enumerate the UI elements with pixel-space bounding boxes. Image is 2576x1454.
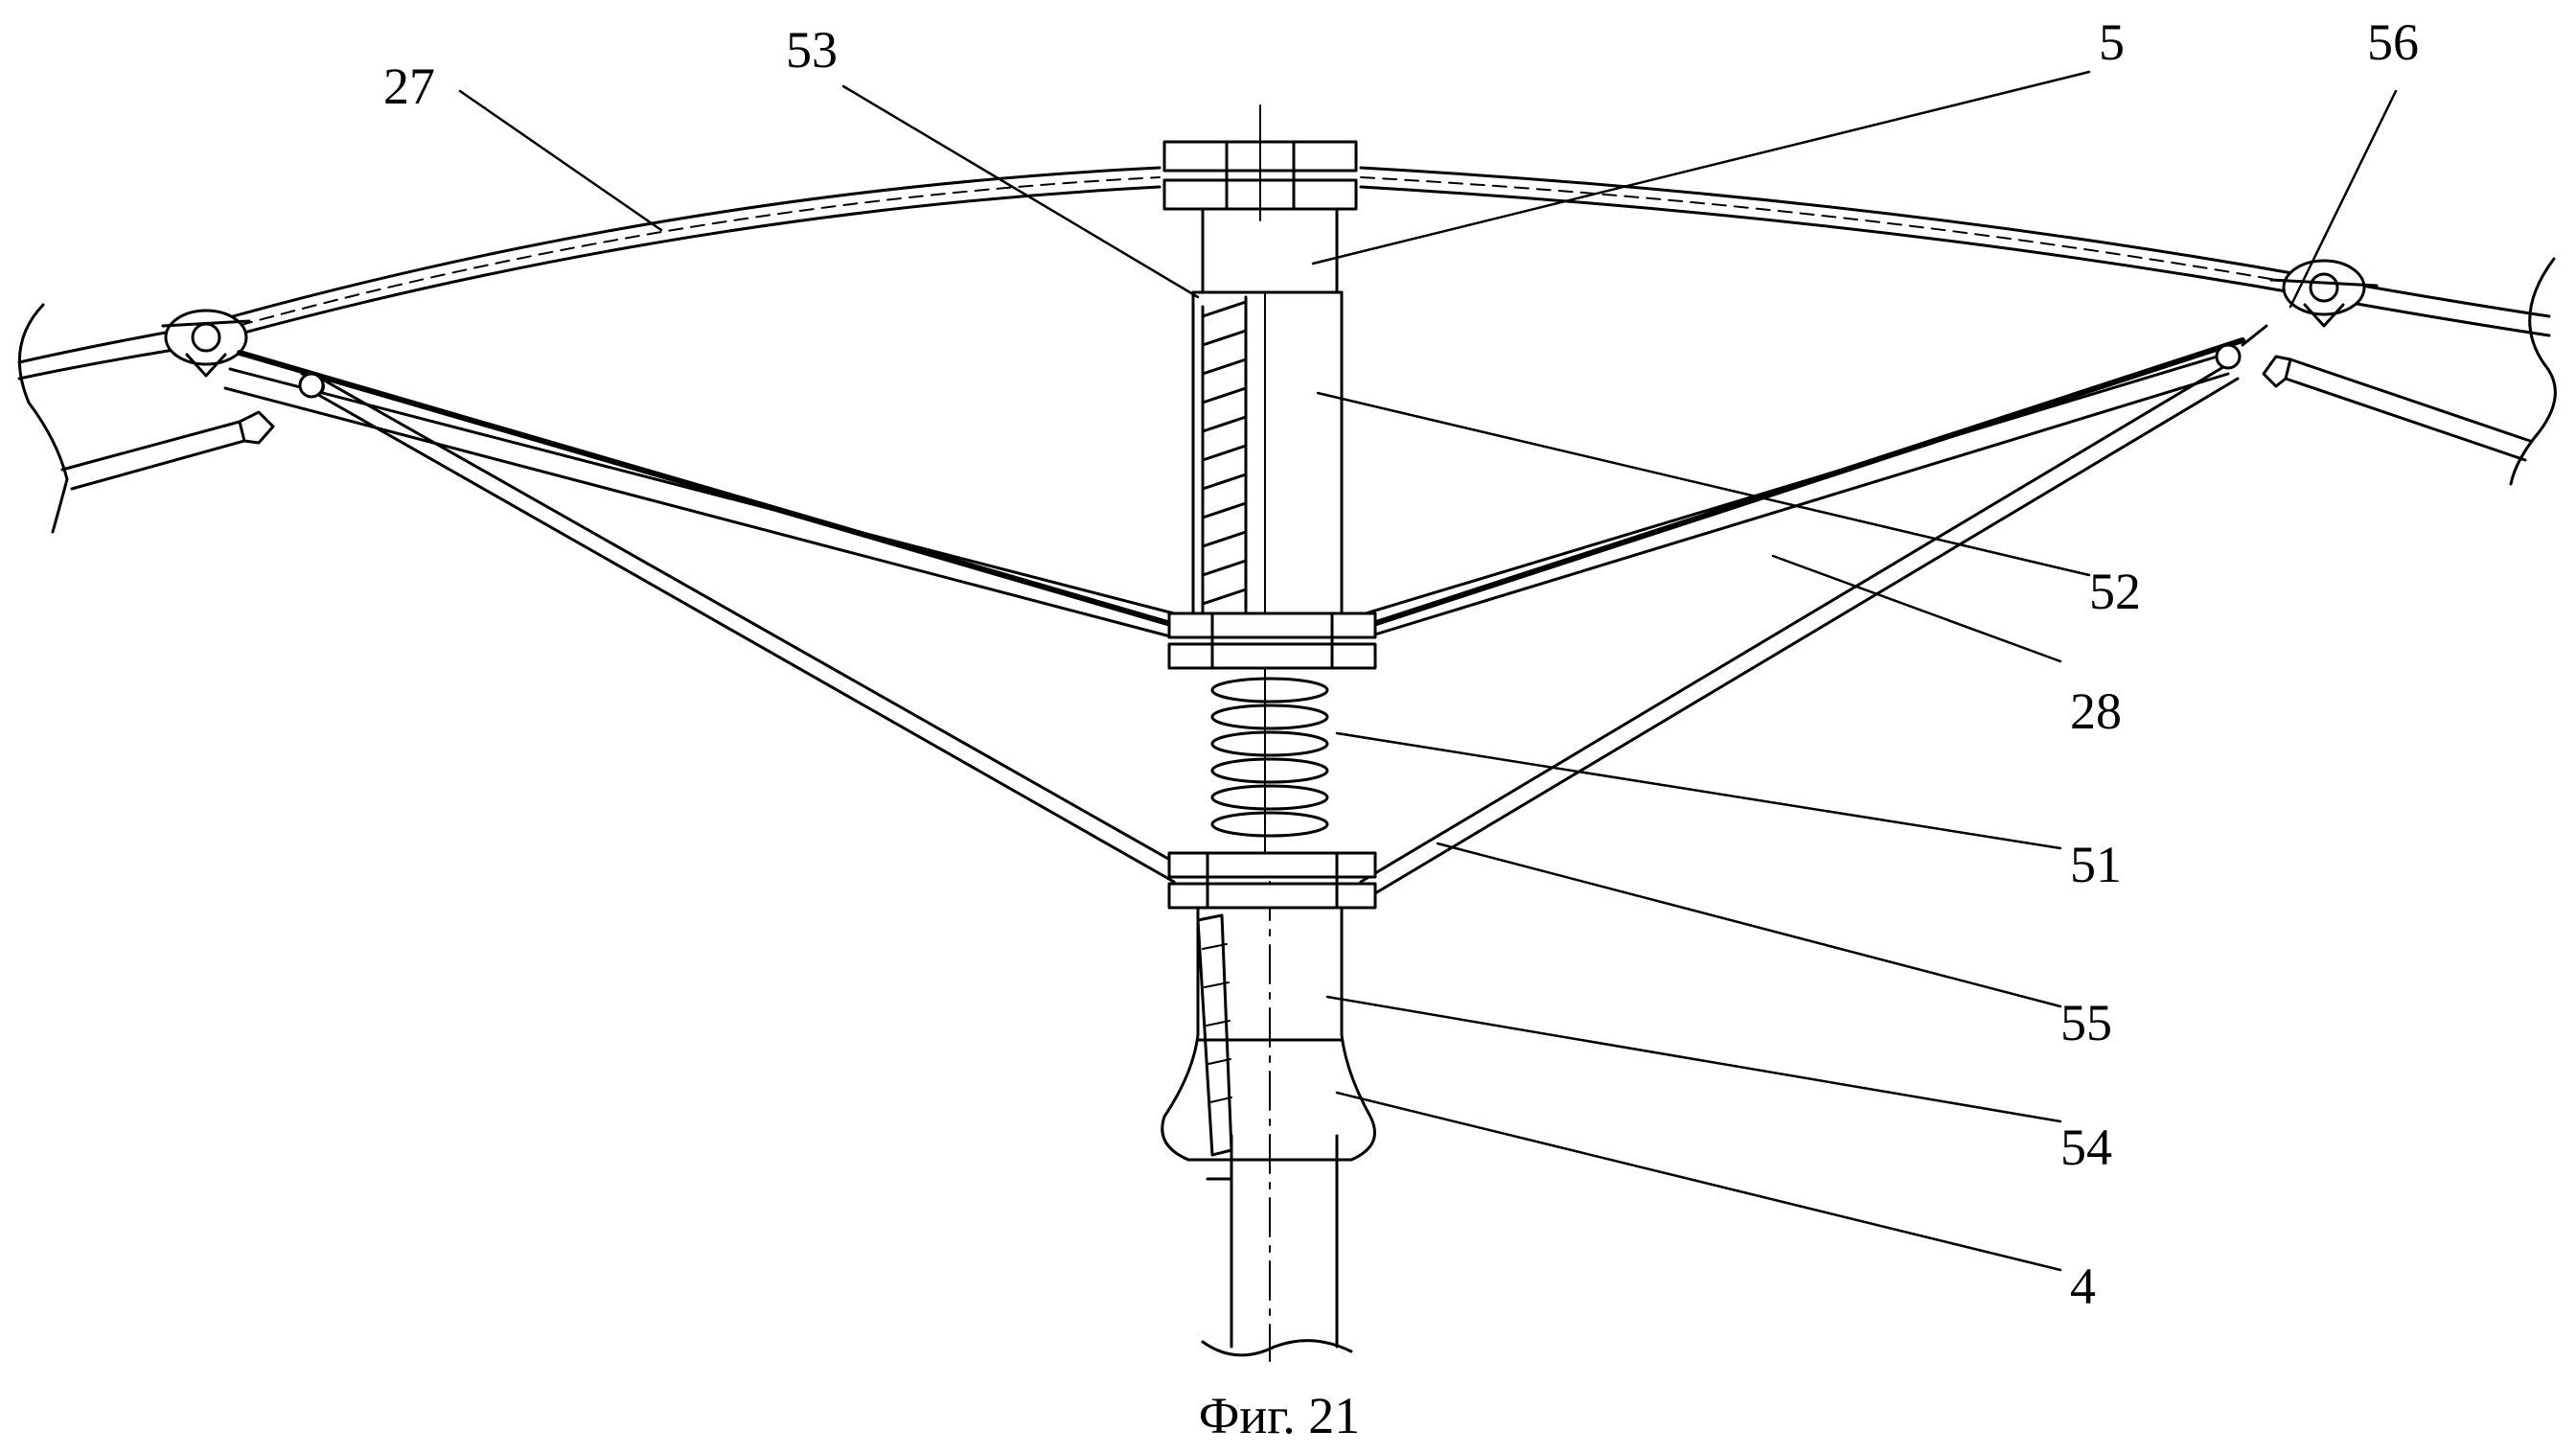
canopy-fabric-edge	[17, 257, 2557, 534]
label-4: 4	[2070, 1258, 2096, 1315]
rib-hinge-right	[2269, 259, 2379, 328]
canopy-rib-right	[1359, 166, 2551, 337]
figure-caption: Фиг. 21	[1199, 1387, 1361, 1444]
label-56: 56	[2367, 13, 2419, 71]
label-55: 55	[2060, 994, 2112, 1051]
spring-51	[1210, 667, 1329, 854]
spring-53	[1201, 295, 1248, 620]
label-54: 54	[2060, 1119, 2112, 1176]
leader-lines	[458, 70, 2398, 1272]
label-52: 52	[2089, 563, 2141, 620]
stretcher-left	[223, 350, 1177, 639]
label-53: 53	[786, 21, 838, 79]
outer-rib-lower	[60, 355, 2532, 491]
strut-left	[298, 372, 1185, 884]
upper-runner-hub	[1167, 612, 1377, 670]
upper-sleeve	[1191, 290, 1344, 625]
strut-right	[1359, 324, 2268, 898]
lower-runner-hub	[1167, 851, 1377, 910]
label-27: 27	[383, 58, 435, 115]
label-5: 5	[2099, 13, 2125, 71]
rib-hinge-left	[161, 309, 251, 378]
handle-sleeve	[1161, 906, 1376, 1181]
central-shaft	[1162, 104, 1358, 1362]
label-51: 51	[2070, 836, 2122, 893]
label-28: 28	[2070, 682, 2122, 740]
